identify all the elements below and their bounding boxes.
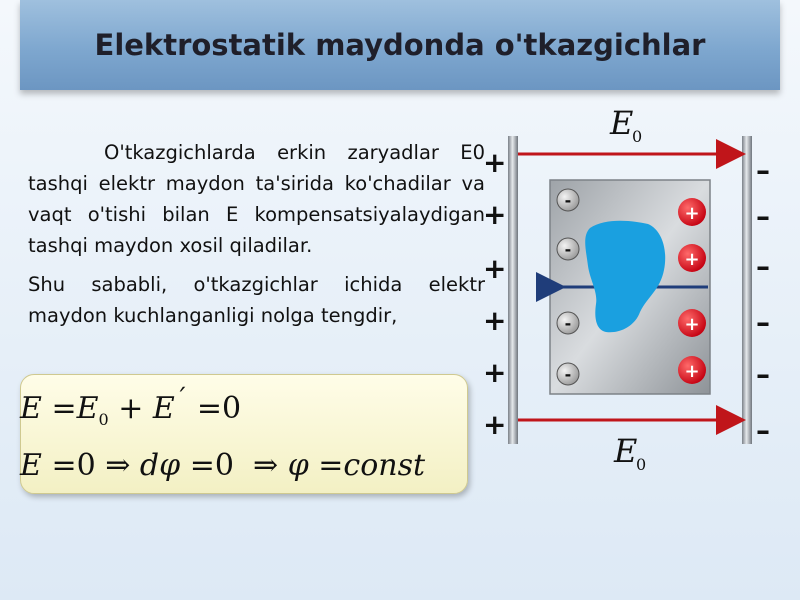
negative-charge-sign: - bbox=[565, 191, 572, 210]
minus-sign: – bbox=[756, 414, 770, 447]
negative-charge-sign: - bbox=[565, 314, 572, 333]
plus-sign: + bbox=[483, 408, 506, 441]
formula-symbol-e: E bbox=[20, 448, 42, 483]
formula-box bbox=[20, 374, 468, 494]
positive-charge-sign: + bbox=[684, 249, 699, 270]
formula-dphi: dφ bbox=[139, 448, 181, 483]
plus-sign: + bbox=[483, 198, 506, 231]
plus-sign: + bbox=[483, 146, 506, 179]
formula-potential: E =0 ⇒ dφ =0 ⇒ φ =const bbox=[20, 448, 425, 483]
negative-charges: - - - - bbox=[556, 188, 580, 386]
formula-prime: ´ bbox=[174, 384, 188, 413]
positive-charges: + + + + bbox=[678, 198, 706, 384]
formula-const: const bbox=[343, 448, 426, 483]
formula-zero: 0 bbox=[214, 448, 234, 483]
title-bar: Elektrostatik maydonda o'tkazgichlar bbox=[20, 0, 780, 90]
formula-superposition: E =E0 + E´ =0 bbox=[20, 384, 241, 429]
formula-zero: 0 bbox=[222, 391, 242, 426]
formula-phi: φ bbox=[287, 448, 309, 483]
formula-equals: = bbox=[318, 448, 344, 483]
field-label-bottom: E bbox=[613, 432, 637, 470]
negative-plate-signs: – – – – – – bbox=[756, 154, 770, 447]
plus-sign: + bbox=[483, 304, 506, 337]
left-plate bbox=[508, 136, 518, 444]
negative-charge bbox=[556, 188, 580, 212]
right-plate bbox=[742, 136, 752, 444]
minus-sign: – bbox=[756, 154, 770, 187]
positive-charge bbox=[678, 309, 706, 337]
conductor-blob bbox=[585, 220, 666, 333]
minus-sign: – bbox=[756, 250, 770, 283]
minus-sign: – bbox=[756, 306, 770, 339]
formula-equals: = bbox=[51, 448, 77, 483]
body-text: O'tkazgichlarda erkin zaryadlar E0 tashq… bbox=[28, 137, 485, 331]
field-label-top: E bbox=[609, 104, 633, 142]
formula-zero: 0 bbox=[76, 448, 96, 483]
paragraph-2: Shu sababli, o'tkazgichlar ichida elektr… bbox=[28, 273, 485, 327]
minus-sign: – bbox=[756, 358, 770, 391]
positive-charge bbox=[678, 198, 706, 226]
formula-symbol-eprime: E bbox=[152, 391, 175, 426]
formula-subscript: 0 bbox=[98, 410, 109, 429]
formula-symbol-e0: E bbox=[76, 391, 99, 426]
negative-charge bbox=[556, 311, 580, 335]
conductor-diagram: E 0 E 0 + + + + + + – – – – – – - - - - bbox=[483, 104, 770, 474]
positive-charge-sign: + bbox=[684, 361, 699, 382]
plus-sign: + bbox=[483, 252, 506, 285]
formula-equals: = bbox=[189, 448, 215, 483]
formula-plus: + bbox=[118, 391, 144, 426]
positive-charge bbox=[678, 356, 706, 384]
formula-symbol-e: E bbox=[20, 391, 42, 426]
negative-charge-sign: - bbox=[565, 240, 572, 259]
positive-charge-sign: + bbox=[684, 203, 699, 224]
positive-charge bbox=[678, 244, 706, 272]
positive-charge-sign: + bbox=[684, 314, 699, 335]
formula-equals: = bbox=[51, 391, 77, 426]
field-label-top-sub: 0 bbox=[632, 127, 642, 146]
negative-charge bbox=[556, 237, 580, 261]
positive-plate-signs: + + + + + + bbox=[483, 146, 506, 441]
negative-charge bbox=[556, 362, 580, 386]
formula-implies: ⇒ bbox=[253, 448, 279, 483]
formula-implies: ⇒ bbox=[105, 448, 131, 483]
plus-sign: + bbox=[483, 356, 506, 389]
minus-sign: – bbox=[756, 200, 770, 233]
formula-equals: = bbox=[196, 391, 223, 426]
negative-charge-sign: - bbox=[565, 365, 572, 384]
slide-title: Elektrostatik maydonda o'tkazgichlar bbox=[94, 28, 706, 62]
paragraph-1: O'tkazgichlarda erkin zaryadlar E0 tashq… bbox=[28, 141, 485, 257]
field-label-bottom-sub: 0 bbox=[636, 455, 646, 474]
